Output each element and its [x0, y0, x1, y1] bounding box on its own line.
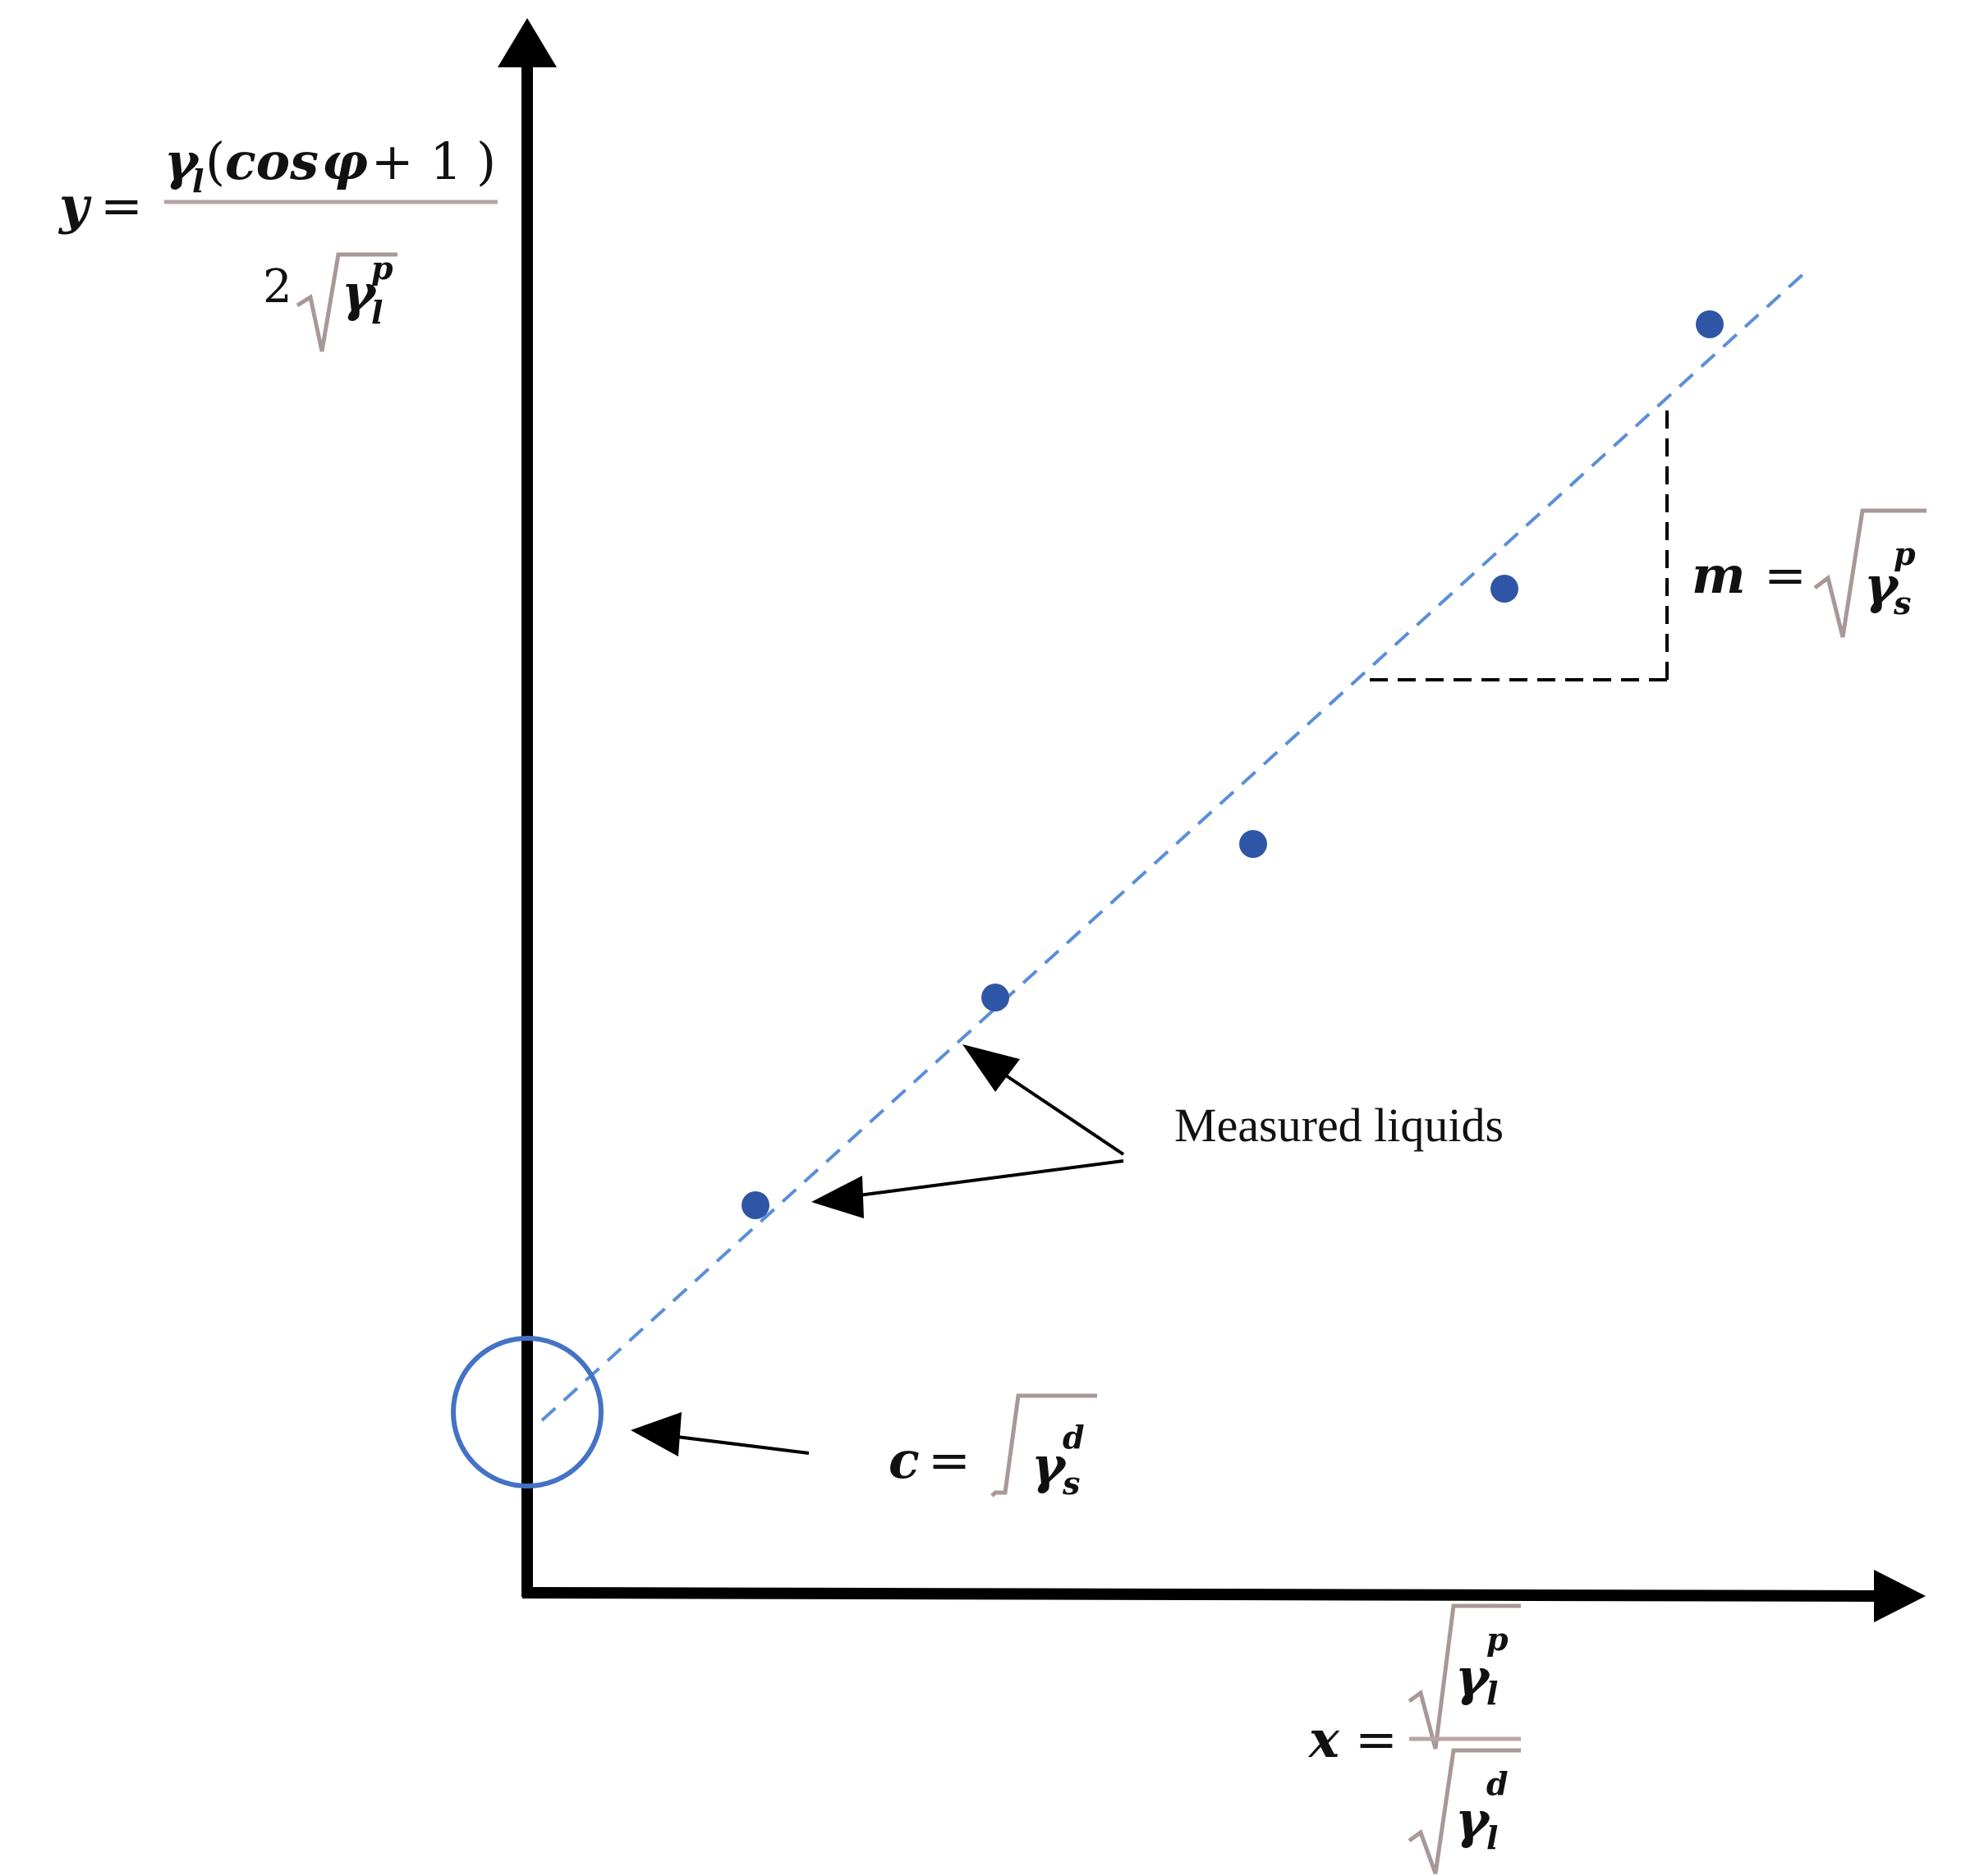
y-lhs: y	[57, 176, 92, 236]
y-num-phi: φ	[322, 131, 368, 191]
y-num-gamma: γ	[164, 131, 200, 191]
intercept-circle	[451, 1336, 604, 1488]
data-point	[1696, 310, 1724, 338]
y-eq: =	[100, 176, 143, 236]
arrow-to-point-2	[1004, 1074, 1125, 1156]
y-num-plus: + 1	[355, 131, 462, 191]
data-point	[1490, 575, 1518, 603]
arrow-to-point-1	[845, 1159, 1124, 1199]
intercept-lhs: c	[889, 1430, 920, 1490]
y-den-two: 2	[263, 260, 292, 314]
intercept-sub: s	[1062, 1465, 1080, 1502]
intercept-sup: d	[1063, 1419, 1085, 1456]
x-num-sub: l	[1486, 1675, 1498, 1712]
intercept-eq: =	[928, 1430, 971, 1490]
arrowhead	[631, 1412, 682, 1456]
y-num-open: (	[205, 131, 225, 191]
y-axis-arrowhead	[498, 18, 557, 67]
intercept-formula: c = γ d s	[889, 1393, 1097, 1502]
annotation-label: Measured liquids	[1174, 1099, 1504, 1152]
data-point	[1239, 830, 1267, 858]
x-eq: =	[1355, 1709, 1398, 1769]
slope-triangle	[1370, 411, 1669, 681]
y-num-sub: l	[192, 163, 204, 200]
x-den-sup: d	[1486, 1765, 1509, 1802]
y-num-cos: cos	[225, 131, 319, 191]
y-axis	[498, 18, 557, 1597]
x-axis	[521, 1570, 1926, 1622]
fit-line	[540, 269, 1808, 1422]
slope-sqrt	[1813, 508, 1927, 638]
slope-sub: s	[1893, 585, 1911, 622]
arrowhead	[962, 1044, 1020, 1092]
x-lhs: x	[1307, 1709, 1340, 1769]
x-den-sqrt	[1408, 1748, 1521, 1874]
intercept-gamma: γ	[1031, 1435, 1068, 1495]
slope-sup: p	[1894, 535, 1916, 572]
data-point	[981, 984, 1009, 1011]
x-num-gamma: γ	[1455, 1647, 1491, 1707]
y-den-sqrt	[296, 252, 397, 352]
measured-points	[742, 310, 1724, 1219]
annotation-arrows	[631, 1044, 1125, 1456]
slope-formula: m = γ p s	[1692, 508, 1927, 638]
x-num-sup: p	[1486, 1621, 1509, 1658]
slope-gamma: γ	[1864, 555, 1900, 615]
x-axis-arrowhead	[1874, 1570, 1926, 1622]
intercept-sqrt	[990, 1393, 1097, 1498]
y-den-gamma: γ	[342, 263, 378, 323]
y-num-close: )	[476, 131, 496, 191]
x-den-sub: l	[1486, 1819, 1498, 1856]
slope-lhs: m	[1692, 545, 1746, 605]
y-den-sub: l	[371, 294, 383, 331]
y-formula: y = γ l ( cos φ + 1 ) 2 γ p l	[57, 131, 498, 352]
x-formula: x = γ p l γ d l	[1307, 1603, 1521, 1874]
arrow-to-intercept	[663, 1433, 810, 1455]
x-den-gamma: γ	[1455, 1790, 1491, 1850]
arrowhead	[811, 1176, 864, 1218]
data-point	[742, 1191, 769, 1219]
slope-eq: =	[1764, 545, 1807, 605]
y-den-sup: p	[371, 250, 393, 287]
x-num-sqrt	[1408, 1603, 1521, 1750]
